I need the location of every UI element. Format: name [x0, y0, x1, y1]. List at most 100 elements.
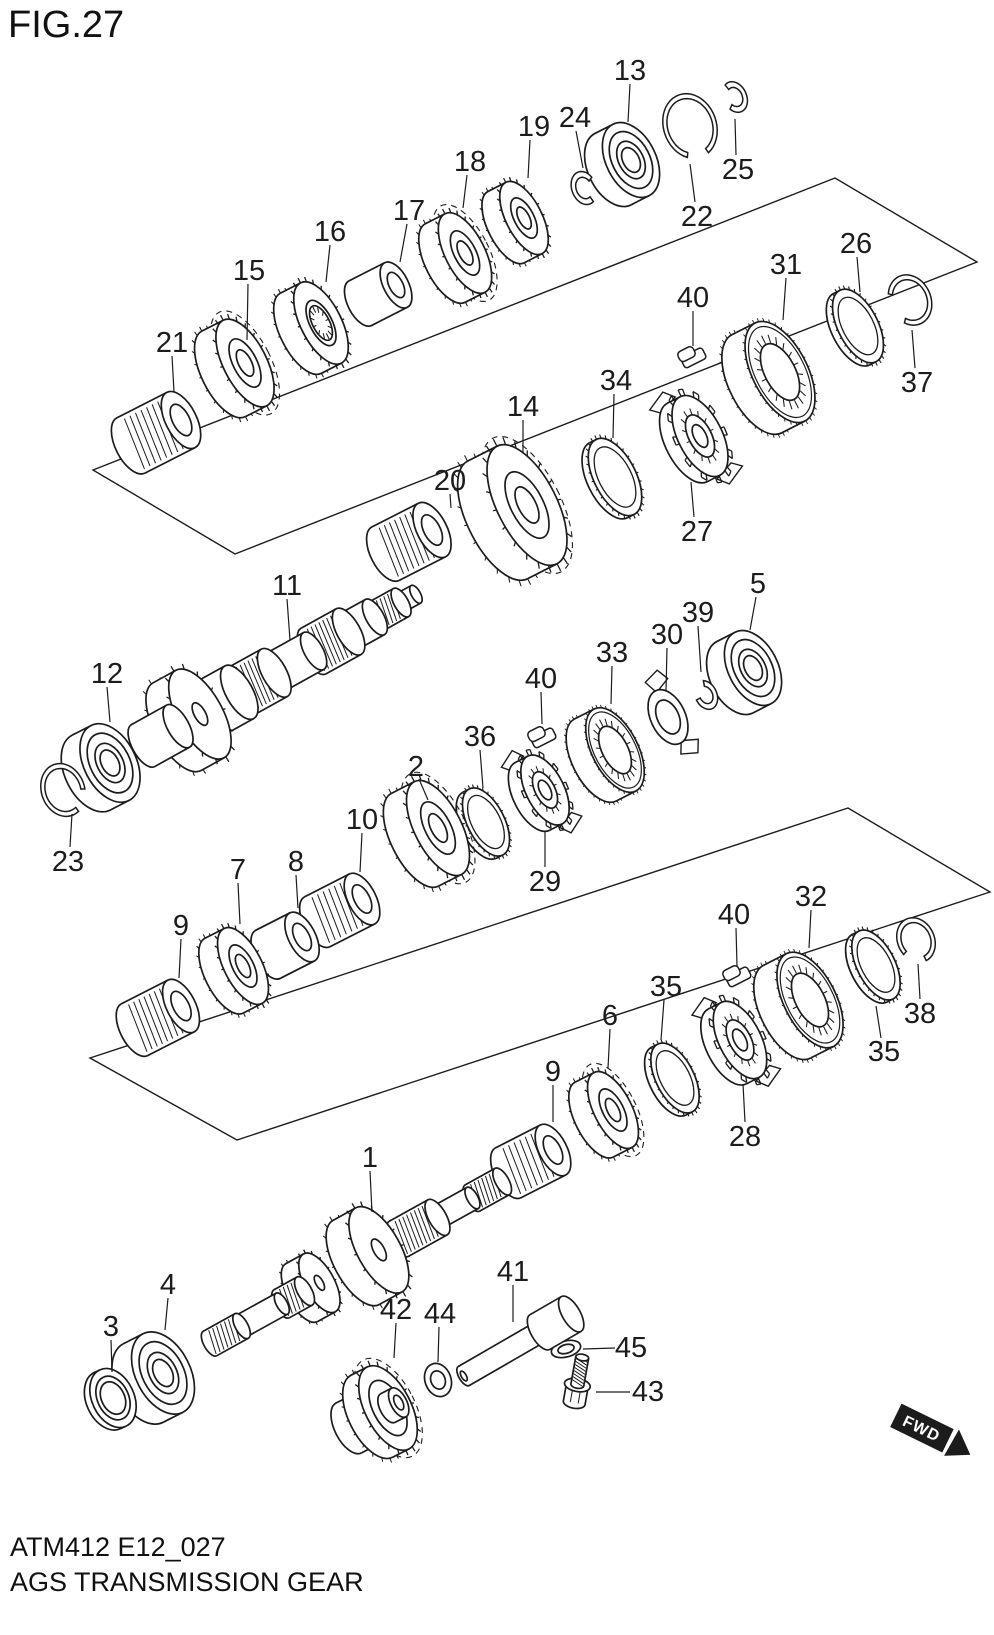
svg-text:28: 28 [729, 1121, 761, 1153]
part-label-35: 35 [650, 971, 682, 1041]
svg-text:19: 19 [518, 111, 550, 143]
part-label-13: 13 [614, 55, 646, 123]
part-label-38: 38 [904, 963, 936, 1030]
part-label-5: 5 [749, 568, 766, 631]
svg-text:42: 42 [380, 1294, 412, 1326]
washer-44 [423, 1362, 453, 1398]
part-label-36: 36 [464, 721, 496, 789]
svg-text:8: 8 [288, 846, 304, 878]
key-40-upper [677, 346, 707, 369]
bushing-8 [250, 911, 321, 980]
part-label-20: 20 [434, 465, 466, 509]
part-label-18: 18 [454, 146, 486, 209]
part-label-27: 27 [681, 481, 713, 548]
part-label-22: 22 [681, 163, 713, 233]
svg-text:31: 31 [770, 249, 802, 281]
retainer-30 [644, 669, 699, 755]
group-outline-upper [91, 177, 979, 555]
hub-28 [690, 994, 782, 1088]
gear-14 [453, 435, 573, 587]
synchro-ring-36 [455, 784, 513, 861]
svg-text:32: 32 [795, 881, 827, 913]
snap-ring-38 [896, 916, 937, 962]
svg-text:12: 12 [91, 658, 123, 690]
svg-text:17: 17 [393, 195, 425, 227]
part-label-41: 41 [497, 1256, 529, 1322]
idler-shaft-41 [455, 1295, 585, 1387]
svg-text:16: 16 [314, 216, 346, 248]
bearing-12 [60, 722, 141, 813]
svg-text:2: 2 [408, 751, 424, 783]
part-label-10: 10 [346, 804, 378, 873]
part-label-21: 21 [156, 327, 188, 393]
svg-text:14: 14 [507, 391, 539, 423]
part-label-34: 34 [600, 365, 632, 439]
part-label-12: 12 [91, 658, 123, 723]
gear-15 [191, 310, 281, 423]
gear-7 [196, 922, 272, 1018]
svg-text:18: 18 [454, 146, 486, 178]
sleeve-31 [719, 317, 818, 438]
svg-text:40: 40 [525, 663, 557, 695]
part-label-30: 30 [651, 619, 683, 691]
fwd-direction-arrow: FWD [890, 1403, 974, 1458]
svg-text:9: 9 [173, 910, 189, 942]
clip-24 [570, 170, 595, 206]
svg-text:30: 30 [651, 619, 683, 651]
part-label-9: 9 [545, 1056, 561, 1122]
part-label-40: 40 [718, 899, 750, 967]
svg-text:13: 13 [614, 55, 646, 87]
catalog-code: ATM412 E12_027 [10, 1532, 226, 1562]
svg-text:7: 7 [230, 854, 246, 886]
svg-text:3: 3 [103, 1311, 119, 1343]
part-label-37: 37 [901, 329, 933, 399]
needle-bearing-10 [298, 872, 381, 949]
svg-text:10: 10 [346, 804, 378, 836]
gear-16 [270, 276, 352, 379]
svg-text:33: 33 [596, 637, 628, 669]
svg-text:36: 36 [464, 721, 496, 753]
svg-text:9: 9 [545, 1056, 561, 1088]
svg-text:39: 39 [682, 597, 714, 629]
svg-text:35: 35 [650, 971, 682, 1003]
part-label-8: 8 [288, 846, 304, 909]
part-label-45: 45 [582, 1332, 647, 1364]
snap-ring-25 [724, 81, 749, 114]
part-label-29: 29 [529, 832, 561, 898]
bolt-43 [562, 1353, 592, 1410]
svg-text:21: 21 [156, 327, 188, 359]
group-outline-middle [88, 807, 992, 1141]
part-label-6: 6 [602, 1000, 618, 1069]
svg-text:20: 20 [434, 465, 466, 497]
gear-2 [380, 771, 476, 893]
snap-ring-23 [39, 762, 86, 818]
synchro-ring-26 [825, 285, 887, 367]
part-label-16: 16 [314, 216, 346, 283]
key-40-middle [527, 726, 557, 749]
svg-text:34: 34 [600, 365, 632, 397]
idler-gear-42 [330, 1357, 423, 1463]
part-label-11: 11 [272, 570, 302, 641]
part-label-24: 24 [559, 102, 591, 169]
sleeve-33 [563, 704, 647, 806]
svg-text:43: 43 [632, 1376, 664, 1408]
part-label-42: 42 [380, 1294, 412, 1359]
input-shaft-11 [127, 584, 424, 777]
part-label-15: 15 [233, 255, 265, 341]
part-label-2: 2 [408, 751, 429, 801]
needle-bearing-9-rear [489, 1123, 572, 1200]
figure-title: FIG.27 [8, 4, 125, 46]
hub-29 [500, 748, 583, 834]
clip-39 [695, 679, 719, 711]
hub-27 [648, 388, 744, 485]
svg-text:23: 23 [52, 846, 84, 878]
svg-text:24: 24 [559, 102, 591, 134]
part-label-17: 17 [393, 195, 425, 263]
part-label-28: 28 [729, 1083, 761, 1153]
snap-ring-37 [887, 274, 933, 326]
part-label-44: 44 [424, 1298, 456, 1363]
part-label-14: 14 [507, 391, 539, 452]
snap-ring-22 [662, 92, 718, 159]
